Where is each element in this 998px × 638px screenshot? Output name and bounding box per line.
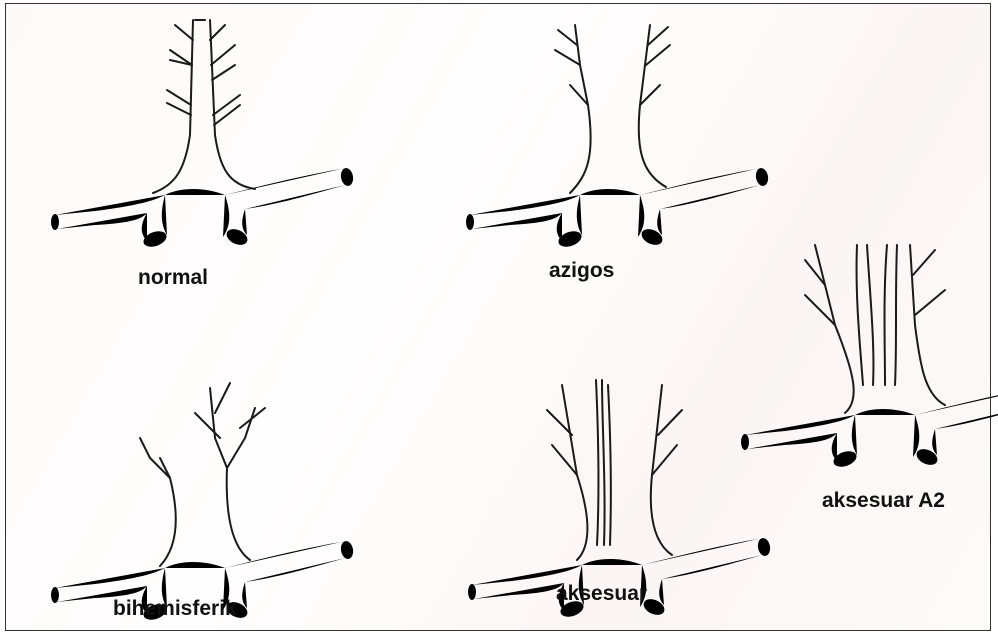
label-aksesuar: aksesuar xyxy=(556,582,647,606)
normal-variant-drawing xyxy=(51,20,354,250)
label-bihemisferik: bihemisferik xyxy=(113,597,237,621)
bihemisferik-variant-drawing xyxy=(51,383,354,623)
label-normal: normal xyxy=(138,266,208,290)
label-aksesuar-a2: aksesuar A2 xyxy=(822,489,945,513)
aksesuar-a2-variant-drawing xyxy=(741,245,998,470)
azigos-variant-drawing xyxy=(466,25,769,250)
label-azigos: azigos xyxy=(549,259,614,283)
